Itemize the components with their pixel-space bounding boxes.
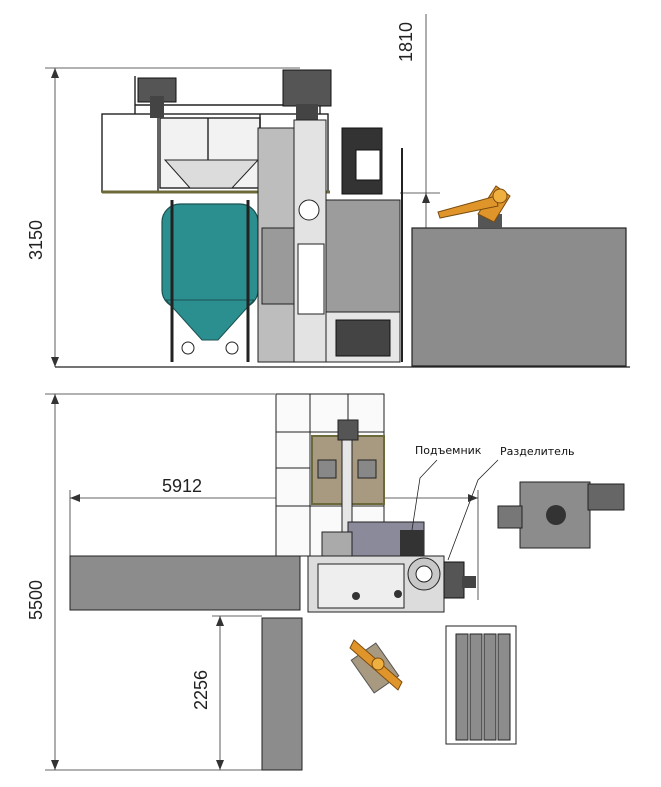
elevation-view: 3150 1810 [26,14,630,368]
platform-grid-plan [275,393,385,557]
label-leaders [411,459,499,561]
dim-label-5500: 5500 [26,580,46,620]
robot-arm-elevation [437,185,511,228]
bin-rack-plan [445,625,517,745]
lift-unit-plan [321,521,425,559]
dimension-2256: 2256 [191,615,262,770]
dimension-3150: 3150 [26,67,300,367]
top-motor-left [137,77,177,118]
plan-view: 5500 2256 5912 [26,393,625,771]
lower-enclosure-plan [261,617,303,771]
top-motor-right [282,69,332,124]
robot-arm-plan [349,639,403,694]
dim-label-5912: 5912 [162,476,202,496]
central-machine [257,119,327,363]
separator-plan [307,555,476,613]
teal-tank [161,200,259,362]
left-enclosure-plan [69,555,301,611]
separator-unit [325,127,403,363]
dimension-5500: 5500 [26,393,275,771]
dim-label-3150: 3150 [26,220,46,260]
label-lift: Подъемник [415,444,482,457]
dim-label-1810: 1810 [396,22,416,62]
dimension-5912: 5912 [69,476,479,600]
right-machine-plan [497,481,625,549]
label-separator: Разделитель [500,445,574,458]
right-enclosure [411,227,627,367]
hopper [163,159,260,189]
dim-label-2256: 2256 [191,670,211,710]
